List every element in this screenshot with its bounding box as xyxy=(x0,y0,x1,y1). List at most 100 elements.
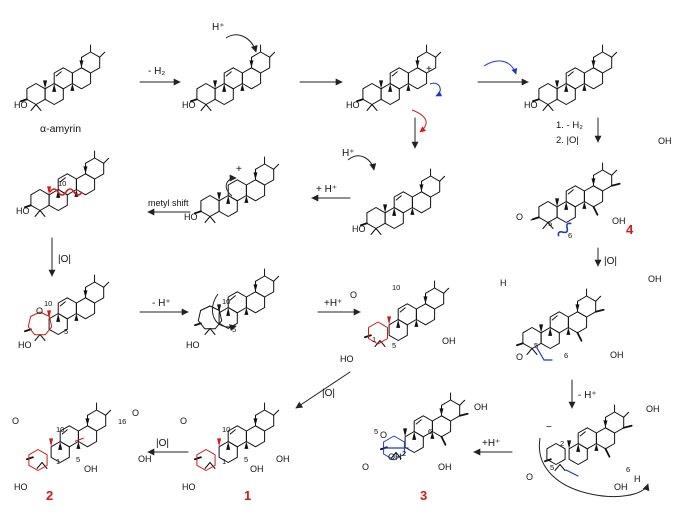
hydroxyl-bond xyxy=(594,308,605,313)
atom-label-O: O xyxy=(362,462,369,472)
atom-label-HO: HO xyxy=(186,340,200,350)
double-bond xyxy=(399,307,406,313)
atom-number-5: 5 xyxy=(76,455,80,464)
stereo-wedge-bond xyxy=(539,324,544,333)
atom-number-10: 10 xyxy=(58,179,66,188)
stereo-wedge-bond xyxy=(576,443,581,452)
stereo-wedge-bond xyxy=(582,83,587,91)
stereo-wedge-bond xyxy=(79,60,84,68)
curved-arrow-icon xyxy=(225,34,258,53)
methyl-bond xyxy=(273,409,280,416)
lactone-ring xyxy=(197,305,223,330)
double-bond xyxy=(551,315,558,321)
ring-5 xyxy=(605,411,625,434)
methyl-bond xyxy=(39,334,46,341)
stereo-wedge-bond xyxy=(406,83,411,91)
atom-number-5: 5 xyxy=(550,463,554,472)
methyl-bond xyxy=(103,157,110,164)
atom-number-10: 10 xyxy=(222,425,230,434)
stereo-wedge-bond xyxy=(244,195,249,203)
ring-3 xyxy=(223,67,243,90)
methyl-bond xyxy=(209,462,216,469)
atom-number-5: 5 xyxy=(392,341,396,350)
stereo-wedge-bond xyxy=(83,166,88,174)
compound-number-3: 3 xyxy=(420,488,427,503)
double-bond xyxy=(229,429,236,435)
red-wavy-bond-icon xyxy=(49,188,83,196)
double-bond xyxy=(567,189,574,195)
atom-number-6: 6 xyxy=(626,465,630,474)
ring-3 xyxy=(565,67,585,90)
methyl-bond xyxy=(209,328,216,335)
atom-label-O: O xyxy=(350,290,357,300)
atom-label-OH: OH xyxy=(612,216,626,226)
label-ox-2: |O| xyxy=(604,256,617,267)
hydroxyl-bond xyxy=(440,435,447,446)
stereo-wedge-bond xyxy=(392,207,397,216)
methyl-bond xyxy=(542,222,549,229)
atom-label-O: O xyxy=(516,212,523,222)
atom-label-HO: HO xyxy=(14,100,28,110)
atom-label-O: O xyxy=(36,306,43,316)
methyl-bond xyxy=(370,228,377,235)
stereo-wedge-bond xyxy=(70,83,75,91)
stereo-wedge-bond xyxy=(58,441,63,450)
curved-arrow-icon xyxy=(539,437,650,498)
label-h-plus-top: H⁺ xyxy=(212,22,225,33)
atom-number-10: 10 xyxy=(44,299,52,308)
atom-label-OH: OH xyxy=(276,454,290,464)
stereo-wedge-bond xyxy=(49,438,54,447)
methyl-bond xyxy=(204,216,211,223)
methyl-bond xyxy=(611,51,618,58)
atom-label-OH: OH xyxy=(438,462,452,472)
atom-number-10: 10 xyxy=(222,297,230,306)
ring-5 xyxy=(577,295,597,318)
hydroxyl-bond xyxy=(24,328,32,333)
atom-label-OH: OH xyxy=(442,336,456,346)
methyl-bond xyxy=(103,281,110,288)
stereo-wedge-bond xyxy=(403,428,408,437)
blue-wavy-bond-icon xyxy=(557,222,572,237)
ring-3 xyxy=(389,67,409,90)
ring-1 xyxy=(26,83,46,105)
hydroxyl-bond xyxy=(356,98,364,103)
ring-3 xyxy=(53,67,73,90)
scheme-labels: α-amyrin H⁺ - H₂ 1. - H₂ 2. |O| H⁺ + H⁺ … xyxy=(12,22,672,503)
stereo-wedge-bond xyxy=(217,304,222,313)
methyl-bond xyxy=(559,464,566,471)
atom-label-O: O xyxy=(12,416,19,426)
curved-arrow-icon xyxy=(347,155,377,171)
atom-number-5: 5 xyxy=(232,325,236,334)
methyl-bond xyxy=(531,348,538,355)
stereo-wedge-bond xyxy=(56,313,61,322)
stereo-wedge-bond xyxy=(253,284,258,292)
arrow-diagonal-to-1 xyxy=(295,371,351,409)
atom-label-HO: HO xyxy=(352,224,366,234)
atom-number-2: 2 xyxy=(560,439,564,448)
aldehyde-bond xyxy=(536,347,545,361)
stereo-wedge-bond xyxy=(383,204,388,213)
atom-label-OH: OH xyxy=(84,464,98,474)
stereo-wedge-bond xyxy=(555,80,560,89)
atom-number-1: 1 xyxy=(222,457,226,466)
label-h-plus-mid: H⁺ xyxy=(342,148,355,159)
atom-number-5: 5 xyxy=(64,327,68,336)
double-bond xyxy=(415,419,422,425)
label-step-1: 1. - H₂ xyxy=(556,120,583,131)
methyl-bond xyxy=(547,104,554,111)
ring-5 xyxy=(85,281,105,304)
methyl-bond xyxy=(439,175,446,182)
atom-label-HO: HO xyxy=(182,482,196,492)
stereo-wedge-bond xyxy=(439,408,444,416)
methyl-bond xyxy=(273,275,280,282)
hydroxyl-bond xyxy=(604,447,611,458)
methyl-bond xyxy=(554,464,561,471)
stereo-wedge-bond xyxy=(253,172,258,180)
stereo-wedge-bond xyxy=(396,319,401,328)
charge-plus: + xyxy=(236,164,242,175)
methyl-bond xyxy=(390,452,397,459)
stereo-wedge-bond xyxy=(240,83,245,91)
atom-label-H: H xyxy=(634,474,641,484)
atom-label-OH: OH xyxy=(658,136,672,146)
ring-3 xyxy=(577,427,597,450)
